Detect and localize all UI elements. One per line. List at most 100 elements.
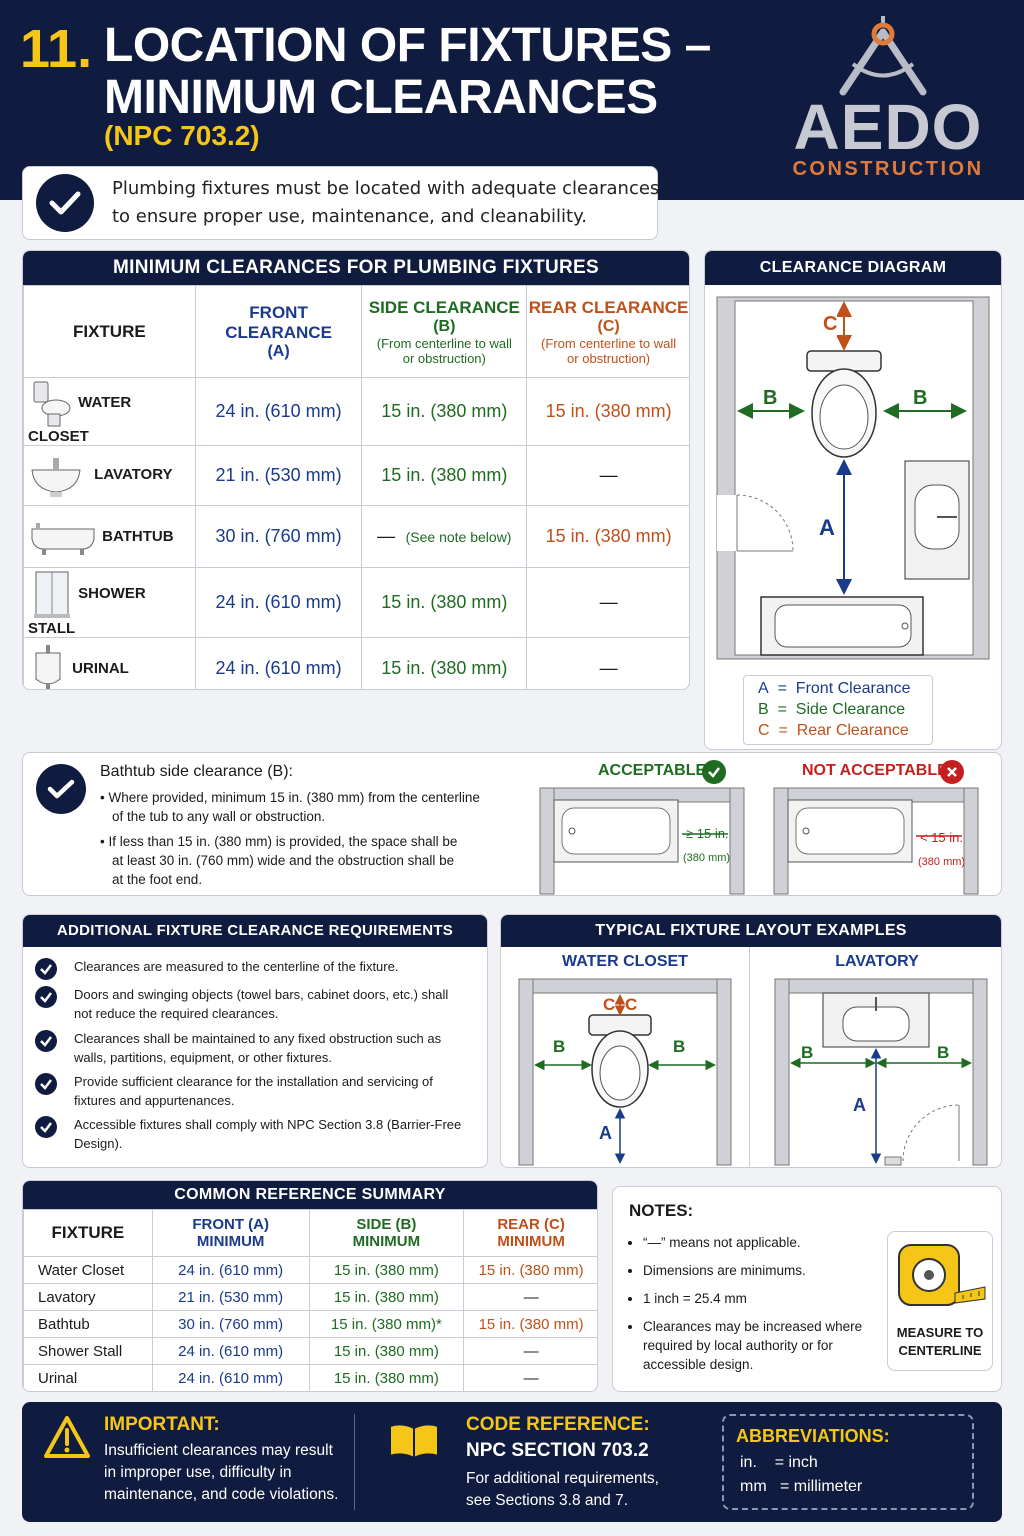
toilet-icon (33, 381, 71, 427)
acceptable-tub-diagram (539, 787, 745, 895)
requirement-item: Provide sufficient clearance for the ins… (35, 1072, 433, 1110)
not-acceptable-x-icon (940, 760, 964, 784)
code-reference-text: For additional requirements,see Sections… (466, 1470, 659, 1509)
summary-table-panel: COMMON REFERENCE SUMMARY FIXTURE FRONT (… (22, 1180, 598, 1392)
bathtub-note-bullet1: • Where provided, minimum 15 in. (380 mm… (100, 790, 480, 824)
col-side: SIDE CLEARANCE(B) (From centerline to wa… (361, 285, 528, 378)
code-reference-section: NPC SECTION 703.2 (466, 1440, 649, 1461)
table-row: URINAL 24 in. (610 mm) 15 in. (380 mm) — (23, 637, 689, 689)
tape-label-line2: CENTERLINE (898, 1343, 982, 1358)
fixture-cell: LAVATORY (23, 445, 196, 506)
diagram-legend: A = Front Clearance B = Side Clearance C… (743, 675, 933, 745)
logo-subtext: CONSTRUCTION (792, 158, 984, 180)
notes-list: “—” means not applicable. Dimensions are… (643, 1233, 883, 1383)
wc-label-b-left: B (553, 1037, 566, 1056)
abbreviations-title: ABBREVIATIONS: (736, 1426, 890, 1446)
intro-line2: to ensure proper use, maintenance, and c… (112, 206, 587, 227)
layout-wc-title: WATER CLOSET (562, 953, 688, 970)
important-title: IMPORTANT: (104, 1414, 220, 1435)
diagram-label-a: A (819, 515, 835, 541)
page-title-line1: LOCATION OF FIXTURES – (104, 19, 711, 72)
requirement-item: Accessible fixtures shall comply with NP… (35, 1115, 461, 1153)
not-acceptable-dimension-mm: (380 mm) (918, 856, 966, 868)
diagram-label-c: C (823, 313, 838, 336)
col-fixture: FIXTURE (23, 285, 196, 378)
not-acceptable-label: NOT ACCEPTABLE (802, 762, 948, 779)
urinal-icon (35, 644, 61, 689)
checkmark-icon (36, 174, 94, 232)
layout-examples-panel: TYPICAL FIXTURE LAYOUT EXAMPLES WATER CL… (500, 914, 1002, 1168)
layout-divider (749, 947, 750, 1167)
abbreviations-box (722, 1414, 974, 1510)
table-row: SHOWER STALL 24 in. (610 mm) 15 in. (380… (23, 567, 689, 638)
not-acceptable-tub-diagram (773, 787, 979, 895)
checkmark-icon (36, 764, 86, 814)
acceptable-dimension: ≥ 15 in. (686, 826, 729, 841)
bathtub-icon (31, 522, 95, 555)
diagram-label-b-right: B (913, 387, 928, 409)
layout-lav-title: LAVATORY (835, 953, 919, 970)
notes-title: NOTES: (629, 1201, 694, 1220)
lav-label-a: A (853, 1095, 866, 1115)
page-title-line2: MINIMUM CLEARANCES (104, 71, 658, 124)
acceptable-dimension-mm: (380 mm) (683, 852, 731, 864)
intro-box (22, 166, 658, 240)
summary-table-title: COMMON REFERENCE SUMMARY (23, 1181, 597, 1209)
table-header-row: FIXTURE FRONT CLEARANCE(A) SIDE CLEARANC… (23, 285, 689, 378)
shower-icon (34, 571, 70, 618)
clearances-table: FIXTURE FRONT CLEARANCE(A) SIDE CLEARANC… (23, 285, 689, 689)
additional-requirements-panel: ADDITIONAL FIXTURE CLEARANCE REQUIREMENT… (22, 914, 488, 1168)
requirement-item: Clearances shall be maintained to any fi… (35, 1029, 441, 1067)
compass-logo-icon (839, 16, 927, 96)
fixture-cell: WATER CLOSET (23, 377, 196, 446)
logo-text: AEDO (793, 91, 983, 163)
additional-requirements-title: ADDITIONAL FIXTURE CLEARANCE REQUIREMENT… (23, 915, 487, 947)
warning-icon (44, 1416, 90, 1458)
clearance-diagram-title: CLEARANCE DIAGRAM (705, 251, 1001, 285)
tape-measure-icon (898, 1244, 986, 1306)
intro-line1: Plumbing fixtures must be located with a… (112, 178, 660, 199)
summary-table: FIXTURE FRONT (A)MINIMUM SIDE (B)MINIMUM… (23, 1209, 597, 1391)
sink-icon (31, 457, 81, 497)
section-number: 11. (20, 19, 93, 79)
lav-label-b-right: B (937, 1043, 950, 1062)
col-front: FRONT CLEARANCE(A) (194, 285, 363, 378)
not-acceptable-dimension: < 15 in. (920, 830, 964, 845)
layout-examples-title: TYPICAL FIXTURE LAYOUT EXAMPLES (501, 915, 1001, 947)
table-row: BATHTUB 30 in. (760 mm) — (See note belo… (23, 505, 689, 568)
fixture-cell: URINAL (23, 637, 196, 689)
lav-label-b-left: B (801, 1043, 814, 1062)
acceptable-check-icon (702, 760, 726, 784)
diagram-label-b-left: B (763, 387, 778, 409)
bathtub-note-bullet2: • If less than 15 in. (380 mm) is provid… (100, 834, 458, 887)
water-closet-layout-diagram (518, 978, 732, 1166)
wc-label-b-right: B (673, 1037, 686, 1056)
notes-panel: NOTES: “—” means not applicable. Dimensi… (612, 1186, 1002, 1392)
fixture-cell: SHOWER STALL (23, 567, 196, 638)
abbreviation-inch: in. = inch (740, 1454, 818, 1471)
wc-label-c-right: C (625, 995, 638, 1014)
wc-label-c-left: C (603, 995, 616, 1014)
bathtub-note-heading: Bathtub side clearance (B): (100, 763, 293, 780)
bathroom-plan-diagram (716, 296, 990, 660)
table-row: WATER CLOSET 24 in. (610 mm) 15 in. (380… (23, 377, 689, 446)
footer-bar (22, 1402, 1002, 1522)
abbreviation-mm: mm = millimeter (740, 1478, 863, 1495)
tape-label-line1: MEASURE TO (896, 1325, 984, 1340)
clearances-table-panel: MINIMUM CLEARANCES FOR PLUMBING FIXTURES… (22, 250, 690, 690)
summary-header-row: FIXTURE FRONT (A)MINIMUM SIDE (B)MINIMUM… (23, 1209, 597, 1257)
book-icon (389, 1423, 439, 1460)
footer-divider (354, 1414, 355, 1510)
col-rear: REAR CLEARANCE(C) (From centerline to wa… (526, 285, 689, 378)
clearances-table-title: MINIMUM CLEARANCES FOR PLUMBING FIXTURES (23, 251, 689, 285)
clearance-diagram-panel: CLEARANCE DIAGRAM (704, 250, 1002, 750)
acceptable-label: ACCEPTABLE (598, 762, 707, 779)
code-reference-title: CODE REFERENCE: (466, 1414, 650, 1435)
requirement-item: Clearances are measured to the centerlin… (35, 957, 398, 980)
